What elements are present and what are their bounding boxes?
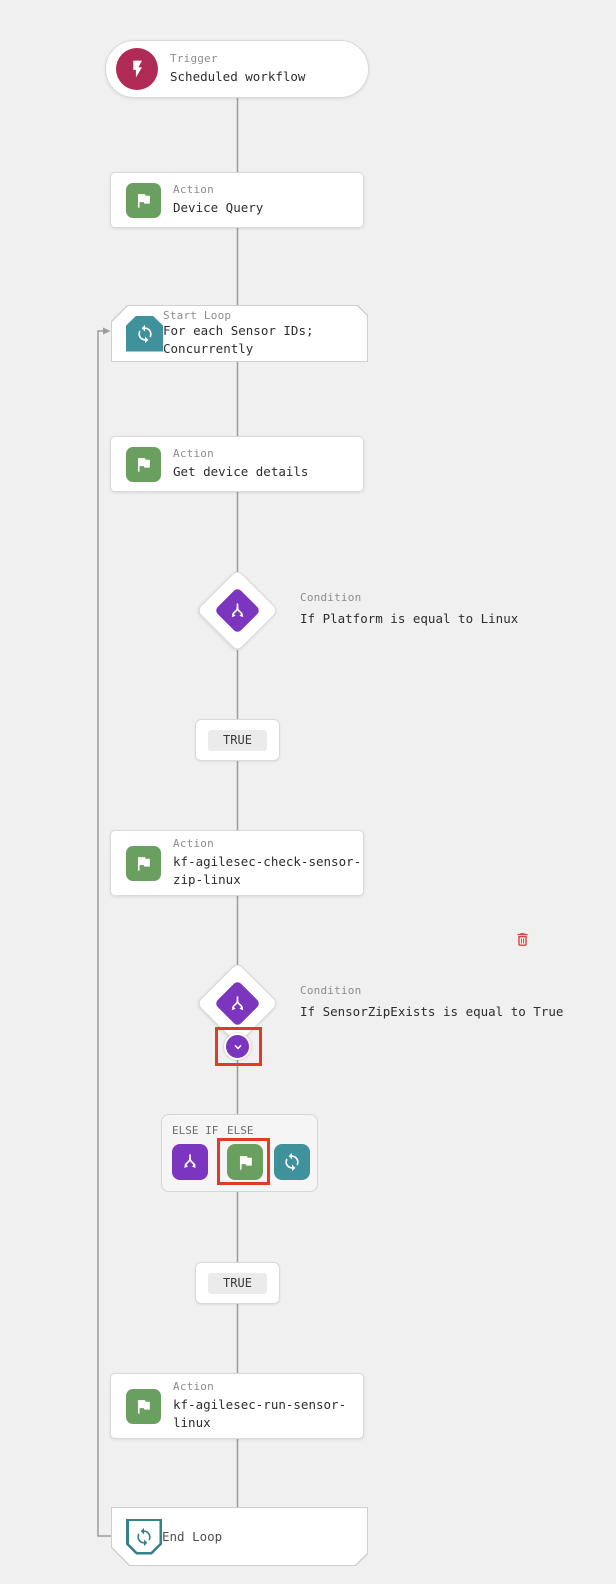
trigger-node[interactable]: Trigger Scheduled workflow <box>105 40 369 98</box>
node-type-label: Action <box>173 1380 214 1393</box>
true-badge: TRUE <box>208 729 267 751</box>
node-type-label: Condition <box>300 591 362 604</box>
trash-icon <box>514 931 531 948</box>
selection-highlight-add-action <box>217 1138 270 1185</box>
add-action-button[interactable] <box>227 1144 263 1180</box>
node-type-label: Action <box>173 183 214 196</box>
start-loop-face: Start Loop For each Sensor IDs; Concurre… <box>112 306 367 361</box>
node-title: If SensorZipExists is equal to True <box>300 1004 564 1019</box>
branch-split-icon <box>180 1152 200 1172</box>
node-type-label: Action <box>173 837 214 850</box>
node-title: Get device details <box>173 464 309 479</box>
end-loop-face: End Loop <box>112 1508 367 1565</box>
loop-icon <box>282 1152 302 1172</box>
chevron-down-icon <box>231 1040 245 1054</box>
expand-branches-button[interactable] <box>224 1033 251 1060</box>
selection-highlight-expand <box>215 1027 262 1066</box>
start-loop-node[interactable]: Start Loop For each Sensor IDs; Concurre… <box>111 305 368 362</box>
lightning-icon <box>116 48 158 90</box>
add-condition-button[interactable] <box>172 1144 208 1180</box>
action-node-get-device-details[interactable]: Action Get device details <box>110 436 364 492</box>
flag-icon <box>126 845 161 881</box>
condition-text-platform: Condition If Platform is equal to Linux <box>300 591 518 628</box>
condition-node-platform[interactable] <box>195 568 280 653</box>
action-node-device-query[interactable]: Action Device Query <box>110 172 364 228</box>
true-badge: TRUE <box>208 1272 267 1294</box>
flag-icon <box>236 1153 255 1172</box>
delete-button[interactable] <box>512 929 532 949</box>
node-title: Scheduled workflow <box>170 69 306 84</box>
flag-icon <box>126 446 161 482</box>
flag-icon <box>126 1388 161 1424</box>
branch-split-icon <box>214 980 261 1027</box>
node-title: kf-agilesec-check-sensor- zip-linux <box>173 854 362 887</box>
node-title: Device Query <box>173 200 264 215</box>
branch-label-true: TRUE <box>195 719 280 761</box>
else-label: ELSE <box>227 1124 254 1137</box>
branch-options-panel: ELSE IF ELSE <box>161 1114 318 1192</box>
node-title: kf-agilesec-run-sensor- linux <box>173 1397 347 1430</box>
action-node-run-sensor[interactable]: Action kf-agilesec-run-sensor- linux <box>110 1373 364 1439</box>
flag-icon <box>126 182 161 218</box>
condition-text-sensorzipexists: Condition If SensorZipExists is equal to… <box>300 984 563 1021</box>
node-title: If Platform is equal to Linux <box>300 611 519 626</box>
node-type-label: Start Loop <box>163 309 232 322</box>
branch-split-icon <box>214 587 261 634</box>
node-title: End Loop <box>162 1528 223 1544</box>
node-title: For each Sensor IDs; Concurrently <box>163 323 314 356</box>
node-type-label: Trigger <box>170 52 218 65</box>
end-loop-node[interactable]: End Loop <box>111 1507 368 1566</box>
node-type-label: Condition <box>300 984 362 997</box>
condition-node-sensorzipexists[interactable] <box>195 961 280 1046</box>
loop-icon <box>126 1519 162 1555</box>
branch-label-true: TRUE <box>195 1262 280 1304</box>
add-loop-button[interactable] <box>274 1144 310 1180</box>
loop-icon <box>126 316 163 352</box>
else-if-label: ELSE IF <box>172 1124 219 1137</box>
action-node-check-sensor-zip[interactable]: Action kf-agilesec-check-sensor- zip-lin… <box>110 830 364 896</box>
node-type-label: Action <box>173 447 214 460</box>
